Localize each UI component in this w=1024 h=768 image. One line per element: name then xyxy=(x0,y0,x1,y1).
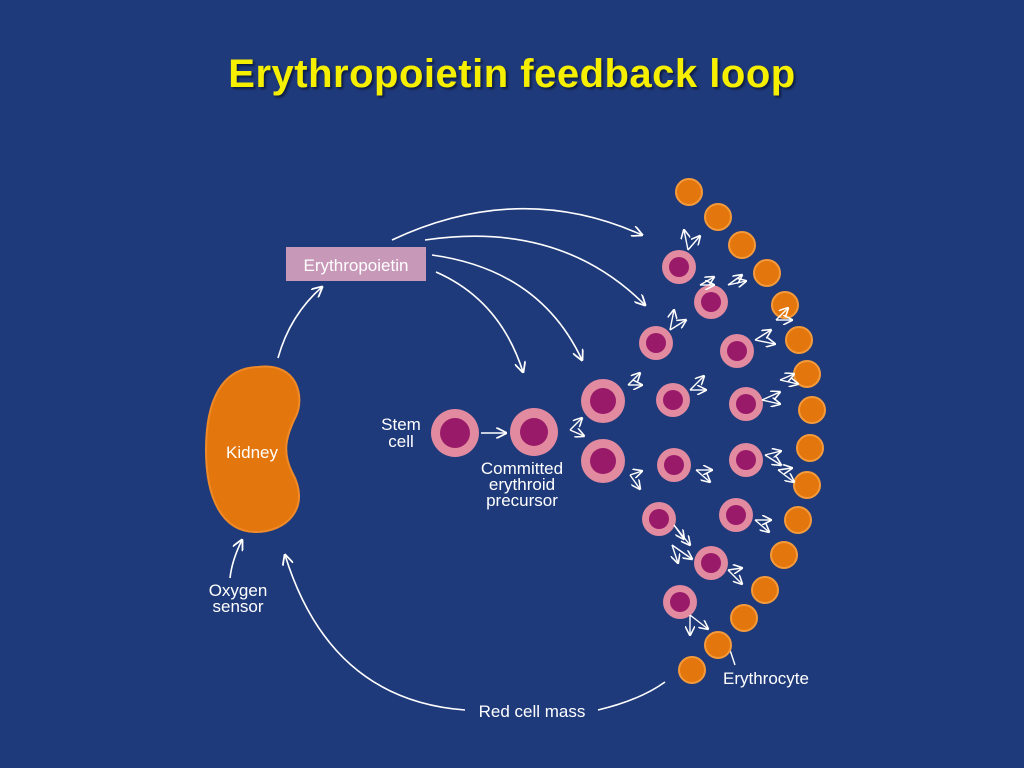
erythrocyte-cell xyxy=(796,434,824,462)
erythrocyte-cell xyxy=(785,326,813,354)
erythrocyte-cell xyxy=(730,604,758,632)
oxygen-sensor-label-line1: Oxygen xyxy=(209,581,268,600)
precursor-cell xyxy=(694,546,728,580)
fork-arrow xyxy=(699,277,714,285)
erythrocyte-cell xyxy=(753,259,781,287)
fork-arrow xyxy=(627,373,642,385)
committed-label-line3: precursor xyxy=(486,491,558,510)
slide-title: Erythropoietin feedback loop xyxy=(228,52,796,96)
fork-arrow xyxy=(684,230,700,251)
committed-label-line1: Committed xyxy=(481,459,563,478)
stem-cell-label-line2: cell xyxy=(388,432,414,451)
fork-arrow xyxy=(727,568,742,584)
erythrocyte-cells xyxy=(675,178,826,684)
fork-arrow xyxy=(775,308,792,320)
fork-arrow xyxy=(754,520,771,532)
precursor-cell xyxy=(662,250,696,284)
fork-arrow xyxy=(779,374,798,384)
erythrocyte-cell xyxy=(751,576,779,604)
fork-arrow xyxy=(629,471,642,489)
erythrocyte-cell xyxy=(798,396,826,424)
fork-arrow xyxy=(761,392,780,404)
erythrocyte-cell xyxy=(793,360,821,388)
fork-arrow xyxy=(673,524,690,545)
fork-arrow xyxy=(569,418,584,436)
precursor-cell xyxy=(581,439,625,483)
feedback-arrows xyxy=(229,540,666,711)
precursor-cell xyxy=(656,383,690,417)
fork-arrow xyxy=(690,614,708,635)
committed-precursor-cell xyxy=(510,408,558,456)
erythrocyte-cell xyxy=(771,291,799,319)
precursor-cells xyxy=(581,250,763,619)
precursor-cell xyxy=(657,448,691,482)
erythrocyte-cell xyxy=(704,631,732,659)
epo-arrows xyxy=(277,207,645,372)
precursor-cell xyxy=(663,585,697,619)
precursor-cell xyxy=(642,502,676,536)
precursor-cell xyxy=(719,498,753,532)
fork-arrow xyxy=(672,544,692,563)
erythropoietin-label: Erythropoietin xyxy=(304,256,409,275)
fork-arrow xyxy=(777,468,794,482)
erythrocyte-label: Erythrocyte xyxy=(723,669,809,688)
precursor-cell xyxy=(729,387,763,421)
erythrocyte-cell xyxy=(678,656,706,684)
precursor-cell xyxy=(694,285,728,319)
erythropoietin-box xyxy=(286,247,426,281)
fork-arrow xyxy=(670,310,686,331)
oxygen-sensor-label-line2: sensor xyxy=(212,597,263,616)
fork-arrow xyxy=(695,470,712,482)
fork-arrow xyxy=(727,275,746,285)
precursor-cell xyxy=(639,326,673,360)
branch-arrows xyxy=(569,230,798,635)
precursor-cell xyxy=(581,379,625,423)
committed-label-line2: erythroid xyxy=(489,475,555,494)
fork-arrow xyxy=(764,451,781,465)
red-cell-mass-label: Red cell mass xyxy=(479,702,586,721)
erythrocyte-cell xyxy=(793,471,821,499)
kidney-label: Kidney xyxy=(226,443,278,462)
stem-cell xyxy=(431,409,479,457)
erythrocyte-cell xyxy=(728,231,756,259)
precursor-cell xyxy=(729,443,763,477)
erythrocyte-cell xyxy=(770,541,798,569)
erythrocyte-cell xyxy=(675,178,703,206)
kidney-shape xyxy=(204,365,301,534)
erythrocyte-cell xyxy=(784,506,812,534)
erythrocyte-cell xyxy=(704,203,732,231)
stem-cell-label-line1: Stem xyxy=(381,415,421,434)
fork-arrow xyxy=(754,330,775,344)
precursor-cell xyxy=(720,334,754,368)
fork-arrow xyxy=(689,376,706,390)
